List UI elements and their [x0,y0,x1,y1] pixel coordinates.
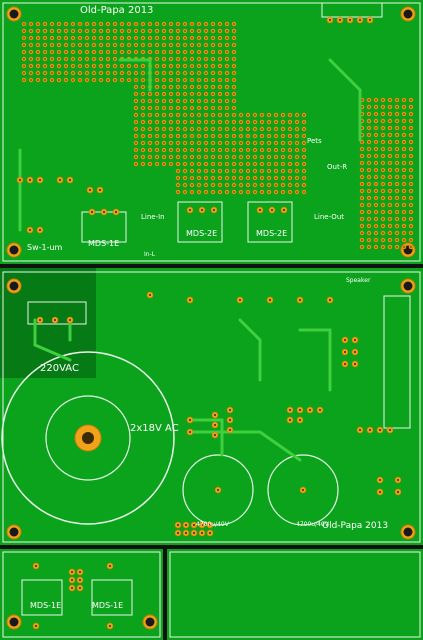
board-title: Old-Papa 2013 [80,5,154,16]
label-pets: Pets [307,137,322,145]
label-mains: 220VAC [40,363,79,374]
label-in-l: In-L [144,251,156,258]
label-mds-left: MDS-1E [88,239,120,248]
label-mds-right: MDS-2E [256,229,288,238]
label-mds-mid: MDS-2E [186,229,218,238]
label-cap-right: 4700u/40V [296,521,329,528]
label-cap-left: 4700u/40V [196,521,229,528]
footer-title: Old-Papa 2013 [322,521,389,531]
label-mds-bottom-right: MDS-1E [92,601,124,610]
label-switch: Sw-1-um [27,243,63,252]
label-line-in: Line-In [141,213,165,221]
label-mds-bottom-left: MDS-1E [30,601,62,610]
label-speaker: Speaker [346,277,371,284]
label-secondary: 2x18V AC [130,423,179,434]
label-line-out: Line-Out [314,213,344,221]
label-out-r: Out-R [327,163,348,171]
